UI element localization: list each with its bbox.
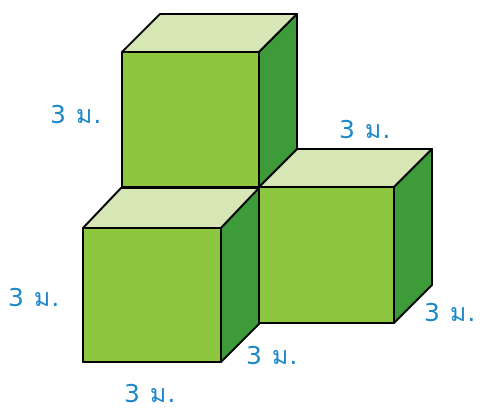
left-cube-height-label: 3 ม. [8,283,60,312]
top-cube [121,13,298,188]
left-cube-width-label: 3 ม. [124,379,176,408]
right-cube-depth-top-label: 3 ม. [339,115,391,144]
right-cube-front-face [258,186,395,324]
left-cube-depth-label: 3 ม. [246,341,298,370]
top-cube-front-face [121,51,260,188]
left-cube [82,187,260,363]
top-cube-height-label: 3 ม. [50,100,102,129]
right-cube [258,148,433,324]
left-cube-front-face [82,227,222,363]
right-cube-depth-bottom-label: 3 ม. [424,298,476,327]
